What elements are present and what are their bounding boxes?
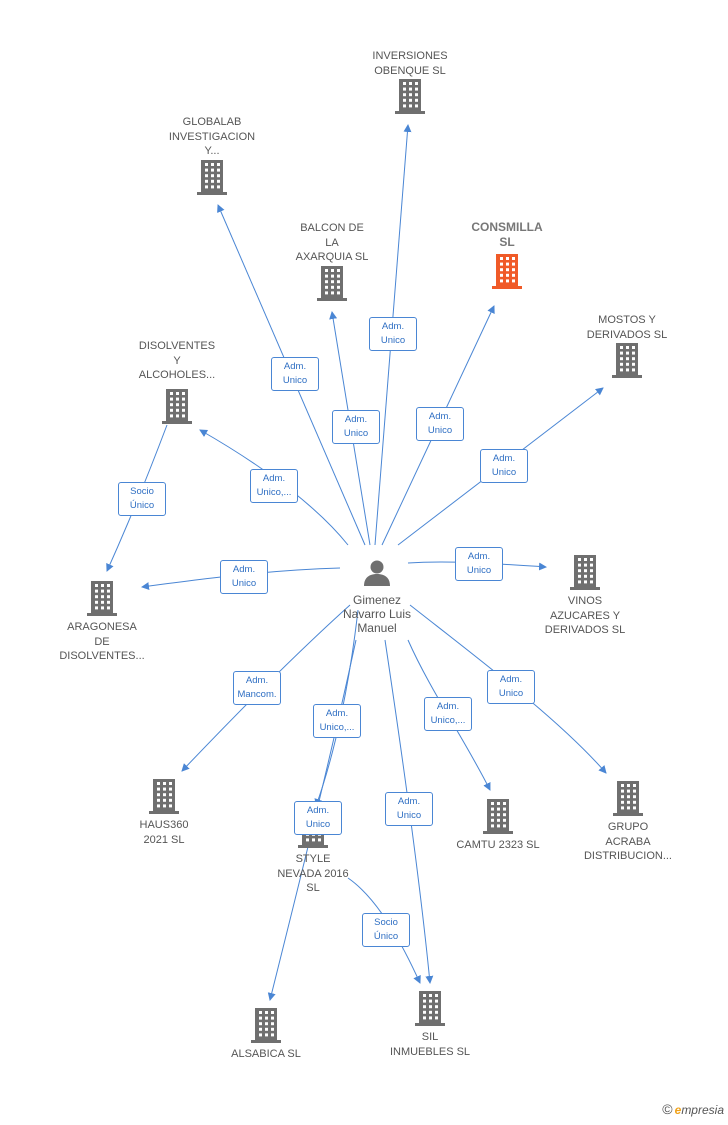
building-icon xyxy=(483,799,513,834)
company-node-inversiones-obenque[interactable]: INVERSIONES OBENQUE SL xyxy=(350,49,470,114)
company-node-sil-inmuebles[interactable]: SIL INMUEBLES SL xyxy=(370,990,490,1059)
company-label: INVERSIONES OBENQUE SL xyxy=(372,50,448,77)
edge-label-consmilla[interactable]: Adm. Unico xyxy=(416,407,464,441)
company-node-camtu-2323[interactable]: CAMTU 2323 SL xyxy=(438,798,558,853)
building-icon xyxy=(251,1008,281,1043)
company-label: CONSMILLA SL xyxy=(471,220,543,249)
company-node-globalab[interactable]: GLOBALAB INVESTIGACION Y... xyxy=(152,115,272,195)
company-node-haus360[interactable]: HAUS360 2021 SL xyxy=(104,778,224,847)
building-icon xyxy=(197,159,227,195)
edge-label-balcon[interactable]: Adm. Unico xyxy=(332,410,380,444)
company-label: VINOS AZUCARES Y DERIVADOS SL xyxy=(544,595,626,636)
edge-label-alsabica[interactable]: Adm. Unico xyxy=(294,801,342,835)
company-node-balcon-axarquia[interactable]: BALCON DE LA AXARQUIA SL xyxy=(272,221,392,301)
company-label: ARAGONESA DE DISOLVENTES... xyxy=(59,621,145,662)
building-icon xyxy=(415,991,445,1026)
company-node-disolventes-alcoholes[interactable]: DISOLVENTES Y ALCOHOLES... xyxy=(117,339,237,424)
edge-label-mostos[interactable]: Adm. Unico xyxy=(480,449,528,483)
edge-label-haus[interactable]: Adm. Mancom. xyxy=(233,671,281,705)
person-node[interactable]: Gimenez Navarro Luis Manuel xyxy=(322,557,432,635)
building-icon xyxy=(149,779,179,814)
brand-name: mpresia xyxy=(681,1103,724,1117)
edge-label-aragonesa[interactable]: Adm. Unico xyxy=(220,560,268,594)
company-node-mostos-derivados[interactable]: MOSTOS Y DERIVADOS SL xyxy=(567,313,687,378)
copyright-symbol: © xyxy=(662,1101,673,1117)
edge-label-globalab[interactable]: Adm. Unico xyxy=(271,357,319,391)
edge-label-sil[interactable]: Adm. Unico xyxy=(385,792,433,826)
building-icon xyxy=(162,388,192,424)
person-name: Gimenez Navarro Luis Manuel xyxy=(342,593,412,635)
company-label: GRUPO ACRABA DISTRIBUCION... xyxy=(583,821,672,862)
edge-label-acraba[interactable]: Adm. Unico xyxy=(487,670,535,704)
company-label: SIL INMUEBLES SL xyxy=(389,1031,471,1058)
company-label: MOSTOS Y DERIVADOS SL xyxy=(586,314,668,341)
company-label: ALSABICA SL xyxy=(231,1048,301,1060)
edge-label-obenque[interactable]: Adm. Unico xyxy=(369,317,417,351)
brand-initial: e xyxy=(674,1103,682,1117)
building-icon xyxy=(317,265,347,301)
company-node-grupo-acraba[interactable]: GRUPO ACRABA DISTRIBUCION... xyxy=(568,780,688,864)
company-label: DISOLVENTES Y ALCOHOLES... xyxy=(138,340,216,381)
company-label: STYLE NEVADA 2016 SL xyxy=(277,853,349,894)
edge-label-disolventes-aragonesa[interactable]: Socio Único xyxy=(118,482,166,516)
building-icon xyxy=(612,343,642,378)
brand-logo[interactable]: ©empresia xyxy=(662,1101,724,1117)
company-node-vinos-azucares[interactable]: VINOS AZUCARES Y DERIVADOS SL xyxy=(525,554,645,638)
building-icon xyxy=(395,79,425,114)
building-icon xyxy=(492,254,522,289)
company-label: BALCON DE LA AXARQUIA SL xyxy=(295,222,369,263)
edge-label-style[interactable]: Adm. Unico,... xyxy=(313,704,361,738)
company-node-alsabica[interactable]: ALSABICA SL xyxy=(206,1007,326,1062)
building-icon xyxy=(87,581,117,616)
company-label: CAMTU 2323 SL xyxy=(456,839,540,851)
person-icon xyxy=(364,560,390,586)
company-node-consmilla[interactable]: CONSMILLA SL xyxy=(447,220,567,289)
building-icon xyxy=(570,555,600,590)
edge-label-vinos[interactable]: Adm. Unico xyxy=(455,547,503,581)
edge-label-camtu[interactable]: Adm. Unico,... xyxy=(424,697,472,731)
edge-label-disolventes[interactable]: Adm. Unico,... xyxy=(250,469,298,503)
building-icon xyxy=(613,781,643,816)
company-label: GLOBALAB INVESTIGACION Y... xyxy=(168,116,256,157)
edge-label-style-sil[interactable]: Socio Único xyxy=(362,913,410,947)
company-label: HAUS360 2021 SL xyxy=(139,819,189,846)
company-node-aragonesa-disolventes[interactable]: ARAGONESA DE DISOLVENTES... xyxy=(42,580,162,664)
